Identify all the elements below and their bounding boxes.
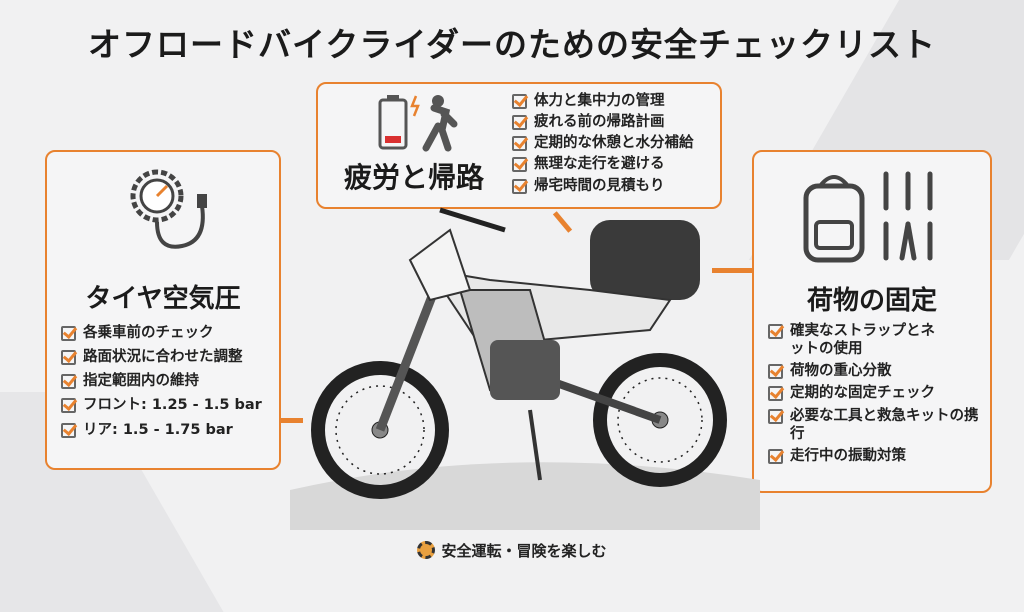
checklist-item: リア: 1.5 - 1.75 bar — [61, 421, 262, 439]
item-label: 路面状況に合わせた調整 — [83, 349, 243, 366]
checkbox-checked-icon — [512, 94, 527, 109]
cargo-panel: 荷物の固定 確実なストラップとネットの使用 荷物の重心分散 定期的な固定チェック… — [752, 150, 992, 493]
item-label: 指定範囲内の維持 — [83, 373, 199, 390]
checkbox-checked-icon — [61, 422, 76, 438]
motorcycle-illustration — [290, 207, 760, 530]
item-label: 確実なストラップとネットの使用 — [790, 323, 935, 358]
item-label: 各乗車前のチェック — [83, 325, 214, 341]
checklist-item: 帰宅時間の見積もり — [512, 177, 694, 195]
checkbox-checked-icon — [768, 324, 783, 339]
checkbox-checked-icon — [512, 115, 527, 131]
footer-text: 安全運転・冒険を楽しむ — [441, 542, 607, 560]
tire-pressure-panel: タイヤ空気圧 各乗車前のチェック 路面状況に合わせた調整 指定範囲内の維持 フロ… — [45, 150, 281, 470]
low-battery-tired-person-icon — [378, 95, 458, 152]
item-label: 体力と集中力の管理 — [534, 93, 665, 109]
checkbox-checked-icon — [61, 374, 76, 390]
mountain-gear-logo-icon — [417, 541, 436, 559]
checkbox-checked-icon — [512, 136, 527, 152]
checklist-item: フロント: 1.25 - 1.5 bar — [61, 396, 262, 414]
cargo-checklist: 確実なストラップとネットの使用 荷物の重心分散 定期的な固定チェック 必要な工具… — [768, 322, 986, 465]
checkbox-checked-icon — [512, 157, 527, 173]
checklist-item: 各乗車前のチェック — [61, 324, 262, 342]
checkbox-checked-icon — [61, 350, 76, 366]
item-label: 荷物の重心分散 — [790, 363, 892, 380]
fatigue-title: 疲労と帰路 — [344, 161, 485, 194]
item-label: 定期的な固定チェック — [790, 385, 935, 402]
item-label: 疲れる前の帰路計画 — [534, 114, 665, 131]
checklist-item: 確実なストラップとネットの使用 — [768, 322, 986, 358]
checkbox-checked-icon — [512, 178, 527, 194]
item-label: 必要な工具と救急キットの携行 — [790, 407, 979, 442]
checklist-item: 必要な工具と救急キットの携行 — [768, 407, 986, 443]
checkbox-checked-icon — [61, 398, 76, 414]
checkbox-checked-icon — [768, 364, 783, 380]
pressure-gauge-icon — [130, 169, 207, 249]
checklist-item: 指定範囲内の維持 — [61, 372, 262, 390]
item-label: 帰宅時間の見積もり — [534, 177, 665, 194]
item-label: 定期的な休憩と水分補給 — [534, 135, 694, 152]
checkbox-checked-icon — [768, 448, 783, 464]
checklist-item: 定期的な固定チェック — [768, 384, 986, 402]
tire-pressure-title: タイヤ空気圧 — [85, 284, 241, 314]
arrow-to-cargo — [712, 268, 752, 273]
checklist-item: 体力と集中力の管理 — [512, 92, 694, 110]
arrow-to-tire — [281, 418, 303, 423]
checkbox-checked-icon — [768, 386, 783, 402]
cargo-title: 荷物の固定 — [806, 286, 937, 316]
checkbox-checked-icon — [768, 408, 783, 424]
backpack-tools-icon — [803, 171, 933, 263]
checklist-item: 無理な走行を避ける — [512, 155, 694, 173]
footer-slogan: 安全運転・冒険を楽しむ — [0, 540, 1024, 561]
item-label: フロント: 1.25 - 1.5 bar — [83, 397, 262, 414]
checklist-item: 荷物の重心分散 — [768, 362, 986, 380]
tire-checklist: 各乗車前のチェック 路面状況に合わせた調整 指定範囲内の維持 フロント: 1.2… — [61, 324, 262, 439]
checklist-item: 疲れる前の帰路計画 — [512, 113, 694, 131]
fatigue-panel: 疲労と帰路 体力と集中力の管理 疲れる前の帰路計画 定期的な休憩と水分補給 無理… — [316, 82, 722, 209]
checklist-item: 定期的な休憩と水分補給 — [512, 134, 694, 152]
fatigue-checklist: 体力と集中力の管理 疲れる前の帰路計画 定期的な休憩と水分補給 無理な走行を避け… — [512, 92, 694, 195]
checkbox-checked-icon — [61, 326, 76, 341]
item-label: 無理な走行を避ける — [534, 156, 665, 173]
item-label: リア: 1.5 - 1.75 bar — [83, 421, 233, 438]
item-label: 走行中の振動対策 — [790, 447, 906, 464]
checklist-item: 走行中の振動対策 — [768, 447, 986, 465]
page-title: オフロードバイクライダーのための安全チェックリスト — [87, 25, 937, 64]
checklist-item: 路面状況に合わせた調整 — [61, 348, 262, 366]
